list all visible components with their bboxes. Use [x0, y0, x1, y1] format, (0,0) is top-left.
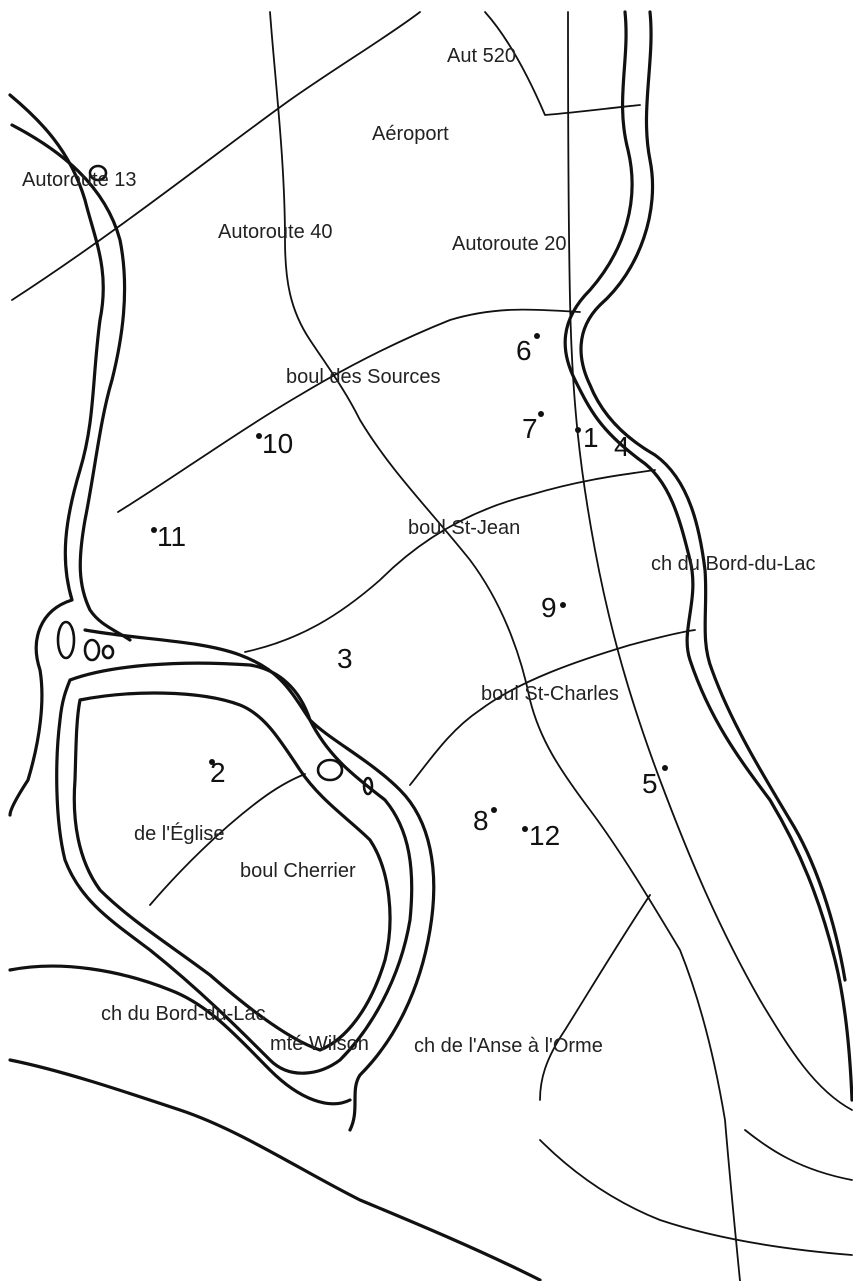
large-island-inner-ring: [72, 691, 392, 1052]
island-west-2: [83, 638, 101, 662]
river-east-outer-shore: [563, 10, 853, 1102]
label-autoroute-40: Autoroute 40: [218, 221, 333, 243]
label-boul-st-jean: boul St-Jean: [408, 517, 520, 539]
boul-des-sources-road: [117, 308, 581, 513]
site-8-label: 8: [473, 805, 489, 836]
site-6-marker: [534, 333, 540, 339]
label-autoroute-20: Autoroute 20: [452, 233, 567, 255]
site-9-label: 9: [541, 592, 557, 623]
site-4-label: 4: [614, 431, 630, 462]
site-7-label: 7: [522, 413, 538, 444]
site-2-marker: [209, 759, 215, 765]
label-aut-520: Aut 520: [447, 45, 516, 67]
large-island-outer-shore: [55, 661, 414, 1075]
site-5-label: 5: [642, 768, 658, 799]
label-boul-st-charles: boul St-Charles: [481, 683, 619, 705]
site-12-label: 12: [529, 820, 560, 851]
site-5-marker: [662, 765, 668, 771]
river-south-shore: [83, 628, 436, 1132]
river-south-east-road: [539, 1139, 853, 1256]
site-9-marker: [560, 602, 566, 608]
site-12-marker: [522, 826, 528, 832]
label-ch-anse-orme: ch de l'Anse à l'Orme: [414, 1035, 603, 1057]
island-centre-1: [316, 758, 344, 782]
autoroute-20-road: [567, 11, 853, 1111]
lake-shore-bottom-left: [8, 1058, 542, 1281]
autoroute-13-road: [11, 11, 421, 301]
site-11-label: 11: [157, 521, 186, 552]
site-6-label: 6: [516, 335, 532, 366]
autoroute-40-road: [269, 11, 741, 1281]
site-10-marker: [256, 433, 262, 439]
aut-520-road: [484, 11, 641, 116]
river-west-outer-shore: [8, 93, 105, 817]
label-aeroport: Aéroport: [372, 123, 449, 145]
lake-shore-south: [8, 964, 352, 1106]
river-east-inner-shore: [579, 10, 847, 982]
label-de-l-eglise: de l'Église: [134, 822, 225, 845]
boul-st-charles-road: [409, 629, 696, 786]
site-1-label: 1: [583, 422, 599, 453]
ch-anse-orme-road: [539, 894, 651, 1101]
site-8-marker: [491, 807, 497, 813]
label-ch-bord-du-lac-south: ch du Bord-du-Lac: [101, 1003, 266, 1025]
site-10-label: 10: [262, 428, 293, 459]
de-l-eglise-road: [149, 773, 306, 906]
site-1-marker: [575, 427, 581, 433]
east-shore-connector: [744, 1129, 853, 1181]
island-west-1: [56, 620, 76, 660]
site-7-marker: [538, 411, 544, 417]
island-north: [88, 164, 108, 182]
label-ch-bord-du-lac-east: ch du Bord-du-Lac: [651, 553, 816, 575]
island-west-3: [101, 644, 115, 660]
label-mte-wilson: mté Wilson: [270, 1033, 369, 1055]
river-west-inner-shore: [10, 123, 132, 642]
label-autoroute-13: Autoroute 13: [22, 169, 137, 191]
site-11-marker: [151, 527, 157, 533]
site-2-label: 2: [210, 757, 226, 788]
site-3-label: 3: [337, 643, 353, 674]
boul-st-jean-road: [244, 469, 656, 653]
label-boul-cherrier: boul Cherrier: [240, 860, 356, 882]
label-boul-des-sources: boul des Sources: [286, 366, 441, 388]
